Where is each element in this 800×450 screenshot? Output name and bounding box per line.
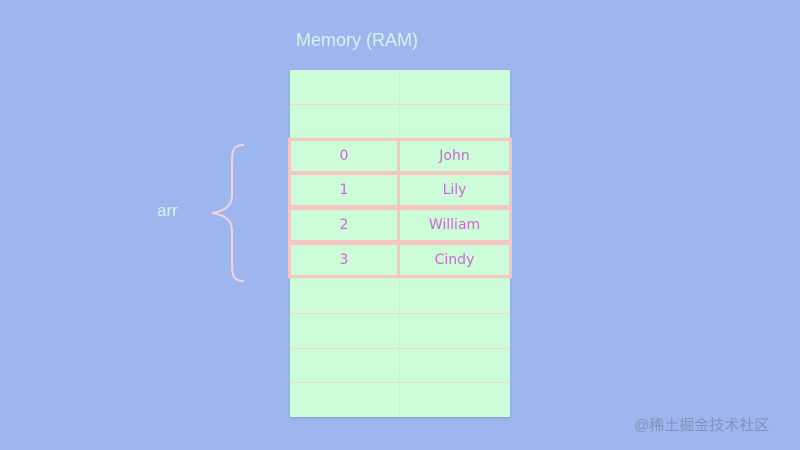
array-value: William <box>428 217 481 233</box>
memory-row-divider <box>290 313 510 314</box>
memory-row-divider <box>290 382 510 383</box>
memory-row-divider <box>290 104 510 105</box>
array-index: 1 <box>291 175 400 205</box>
array-row: 2 William <box>288 207 512 243</box>
array-block: 0 John 1 Lily 2 William 3 Cindy <box>288 138 512 280</box>
array-index: 0 <box>291 141 400 171</box>
array-row: 3 Cindy <box>288 242 512 278</box>
array-index: 3 <box>291 245 400 275</box>
array-row: 0 John <box>288 138 512 174</box>
watermark: @稀土掘金技术社区 <box>634 417 770 434</box>
array-index: 2 <box>291 210 400 240</box>
array-value: John <box>439 148 470 164</box>
memory-row-divider <box>290 348 510 349</box>
memory-title: Memory (RAM) <box>296 30 418 50</box>
array-row: 1 Lily <box>288 172 512 208</box>
array-variable-label: arr <box>157 201 178 220</box>
array-value: Lily <box>442 182 467 198</box>
curly-brace-icon <box>211 144 245 282</box>
array-value: Cindy <box>434 252 475 268</box>
